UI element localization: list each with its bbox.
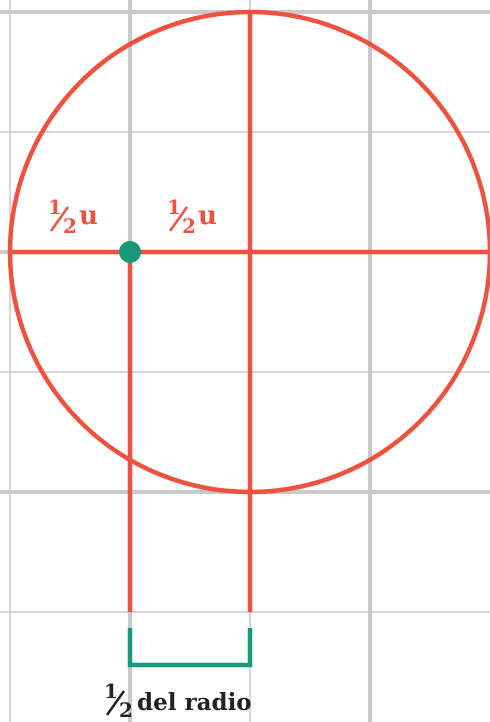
caption-numerator: 1 <box>104 679 118 703</box>
label-right-fraction-bar <box>168 206 189 232</box>
label-left-denominator: 2 <box>63 214 77 238</box>
label-left-unit: u <box>79 201 98 231</box>
label-right: 1 2 u <box>167 195 217 238</box>
label-right-numerator: 1 <box>167 195 181 219</box>
label-right-denominator: 2 <box>182 214 196 238</box>
label-right-unit: u <box>198 201 217 231</box>
midpoint-dot <box>119 241 141 263</box>
caption-denominator: 2 <box>119 698 133 722</box>
caption-text: del radio <box>137 689 252 716</box>
caption: 1 2 del radio <box>104 679 252 722</box>
half-radius-bracket <box>127 628 253 668</box>
circle-group <box>7 9 490 612</box>
label-left-fraction-bar <box>49 206 70 232</box>
label-left-numerator: 1 <box>48 195 62 219</box>
label-left: 1 2 u <box>48 195 98 238</box>
caption-fraction-bar <box>105 690 126 716</box>
